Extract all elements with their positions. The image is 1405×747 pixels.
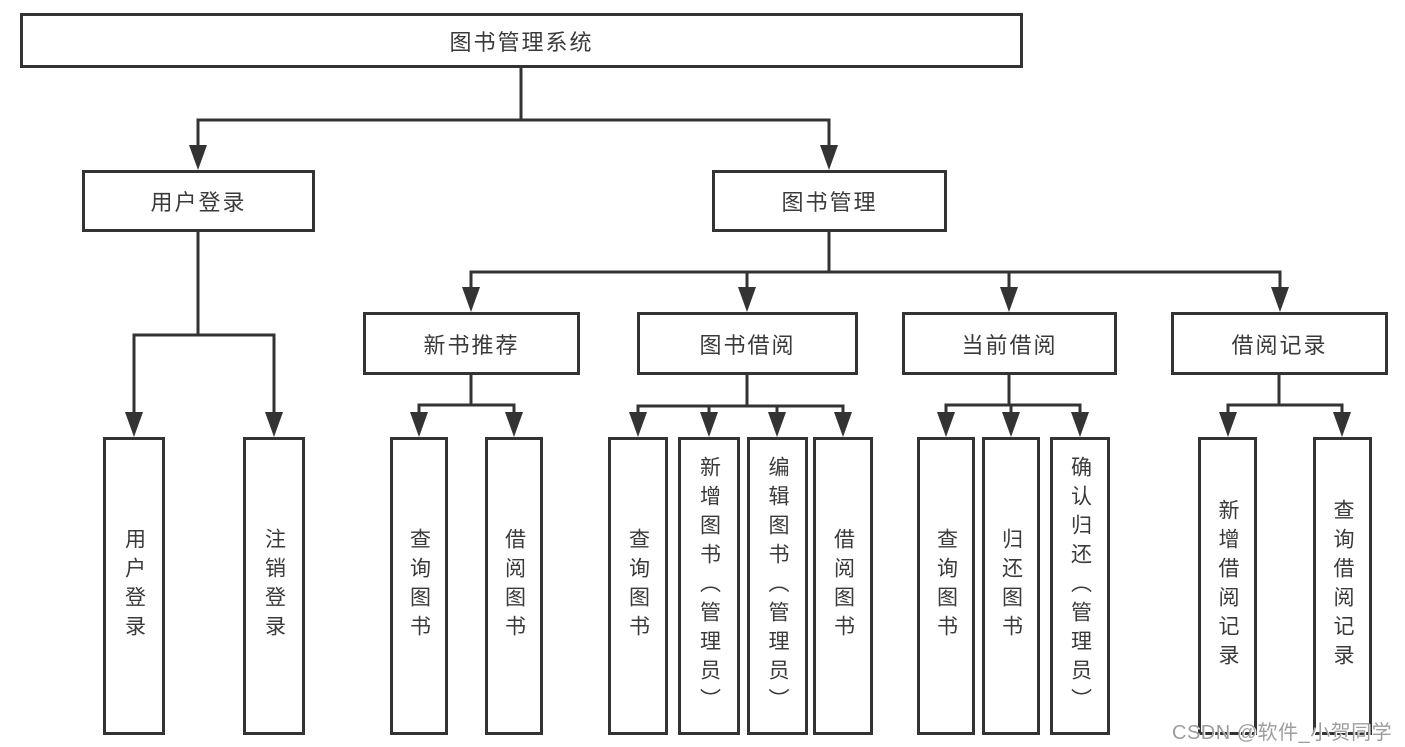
leaf-confirm-return-admin: 确认归还（管理员） — [1050, 437, 1110, 735]
arrow-down-icon — [1219, 412, 1237, 437]
connector-user-login-to-leaves — [132, 232, 276, 419]
arrow-down-icon — [1071, 412, 1089, 437]
arrow-down-icon — [768, 412, 786, 437]
arrow-down-icon — [834, 412, 852, 437]
arrow-down-icon — [1271, 287, 1289, 312]
leaf-query-books-newbook: 查询图书 — [390, 437, 448, 735]
node-borrow-records: 借阅记录 — [1171, 312, 1388, 375]
leaf-borrow-books-newbook-label: 借阅图书 — [502, 528, 526, 644]
leaf-add-books-admin: 新增图书（管理员） — [678, 437, 740, 735]
node-book-borrow: 图书借阅 — [637, 312, 858, 375]
arrow-down-icon — [629, 412, 647, 437]
connector-book-borrow-to-leaves — [636, 375, 845, 419]
leaf-add-borrow-record-label: 新增借阅记录 — [1216, 499, 1239, 673]
arrow-down-icon — [1002, 412, 1020, 437]
leaf-return-books: 归还图书 — [982, 437, 1040, 735]
arrow-down-icon — [700, 412, 718, 437]
leaf-confirm-return-admin-label: 确认归还（管理员） — [1068, 455, 1092, 717]
connector-current-borrow-to-leaves — [944, 375, 1082, 419]
leaf-query-books-borrow: 查询图书 — [608, 437, 668, 735]
node-borrow-records-label: 借阅记录 — [1231, 332, 1328, 358]
leaf-query-borrow-record-label: 查询借阅记录 — [1331, 499, 1354, 673]
leaf-query-books-newbook-label: 查询图书 — [407, 528, 431, 644]
leaf-add-books-admin-label: 新增图书（管理员） — [697, 455, 721, 717]
arrow-down-icon — [1000, 287, 1018, 312]
leaf-query-books-current-label: 查询图书 — [934, 528, 958, 644]
leaf-edit-books-admin-label: 编辑图书（管理员） — [766, 455, 789, 717]
node-current-borrow: 当前借阅 — [902, 312, 1117, 375]
leaf-user-login-label: 用户登录 — [122, 528, 146, 644]
arrow-down-icon — [820, 145, 838, 170]
node-new-book-recommend: 新书推荐 — [363, 312, 580, 375]
connector-new-book-rec-to-leaves — [417, 375, 516, 419]
node-user-login: 用户登录 — [82, 170, 315, 232]
connector-book-mgmt-to-level3 — [469, 232, 1282, 294]
leaf-borrow-books-borrow: 借阅图书 — [813, 437, 873, 735]
leaf-query-books-current: 查询图书 — [917, 437, 975, 735]
leaf-return-books-label: 归还图书 — [999, 528, 1023, 644]
connector-borrow-records-to-leaves — [1226, 375, 1344, 419]
arrow-down-icon — [738, 287, 756, 312]
node-current-borrow-label: 当前借阅 — [961, 332, 1058, 358]
leaf-query-borrow-record: 查询借阅记录 — [1313, 437, 1372, 735]
leaf-query-books-borrow-label: 查询图书 — [626, 528, 650, 644]
arrow-down-icon — [937, 412, 955, 437]
arrow-down-icon — [1333, 412, 1351, 437]
leaf-borrow-books-newbook: 借阅图书 — [485, 437, 543, 735]
leaf-logout-label: 注销登录 — [262, 528, 286, 644]
node-root-system: 图书管理系统 — [20, 13, 1023, 68]
csdn-watermark: CSDN @软件_小贺同学 — [1172, 722, 1393, 744]
node-book-management-label: 图书管理 — [781, 190, 878, 215]
arrow-down-icon — [505, 412, 523, 437]
node-new-book-recommend-label: 新书推荐 — [423, 332, 520, 358]
leaf-logout: 注销登录 — [243, 437, 305, 735]
arrow-down-icon — [265, 412, 283, 437]
arrow-down-icon — [189, 145, 207, 170]
leaf-add-borrow-record: 新增借阅记录 — [1198, 437, 1257, 735]
arrow-down-icon — [410, 412, 428, 437]
arrow-down-icon — [462, 287, 480, 312]
node-book-borrow-label: 图书借阅 — [699, 332, 796, 358]
leaf-borrow-books-borrow-label: 借阅图书 — [831, 528, 855, 644]
node-root-label: 图书管理系统 — [449, 29, 594, 55]
node-user-login-label: 用户登录 — [150, 190, 247, 215]
arrow-down-icon — [125, 412, 143, 437]
node-book-management: 图书管理 — [712, 170, 947, 232]
leaf-user-login: 用户登录 — [103, 437, 165, 735]
connector-root-to-level2 — [196, 68, 831, 152]
leaf-edit-books-admin: 编辑图书（管理员） — [747, 437, 808, 735]
